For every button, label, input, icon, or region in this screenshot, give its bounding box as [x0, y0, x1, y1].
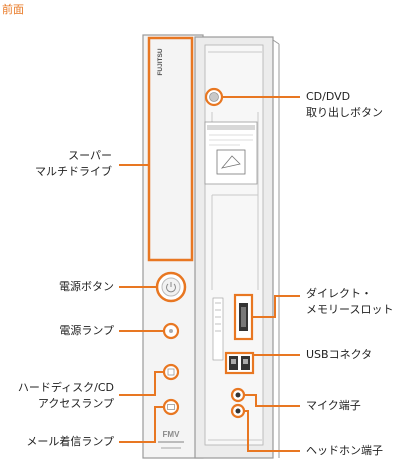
label-line: 取り出しボタン: [306, 106, 383, 119]
label-headphone-jack: ヘッドホン端子: [306, 444, 383, 457]
leader-memory-slot: [252, 295, 300, 318]
label-memory-slot: ダイレクト・ メモリースロット: [306, 286, 393, 318]
pc-chassis: [142, 34, 280, 459]
label-mail-lamp: メール着信ランプ: [26, 435, 114, 448]
label-cd-eject-button: CD/DVD 取り出しボタン: [306, 89, 383, 121]
super-multi-drive: [147, 36, 194, 262]
label-line: ダイレクト・: [306, 287, 372, 300]
leader-mail-lamp: [119, 406, 164, 443]
label-line: メモリースロット: [306, 303, 394, 316]
mail-lamp: [162, 398, 180, 416]
hdd-access-lamp: [162, 363, 180, 381]
label-power-button: 電源ボタン: [59, 280, 114, 293]
leader-lines: [119, 96, 300, 452]
small-sticker: [212, 297, 224, 361]
power-lamp: [162, 322, 180, 340]
label-power-lamp: 電源ランプ: [59, 324, 114, 337]
memory-slot[interactable]: [233, 293, 254, 341]
page-title: 前面: [2, 3, 24, 16]
label-line: ハードディスク/CD: [17, 381, 114, 394]
cd-eject-button[interactable]: [204, 87, 224, 107]
label-line: マルチドライブ: [35, 165, 112, 178]
model-number: [161, 447, 181, 449]
headphone-jack[interactable]: [230, 403, 246, 419]
leader-headphone: [244, 410, 300, 452]
label-line: アクセスランプ: [37, 397, 114, 410]
model-badge: [158, 441, 184, 443]
label-super-multi-drive: スーパー マルチドライブ: [35, 148, 112, 180]
label-line: スーパー: [68, 149, 112, 162]
label-hdd-access-lamp: ハードディスク/CD アクセスランプ: [18, 380, 114, 412]
fmv-logo: FMV: [163, 430, 181, 439]
brand-logo: FUJITSU: [157, 48, 164, 75]
leader-hdd-lamp: [119, 371, 164, 396]
power-button[interactable]: [155, 271, 187, 303]
usb-connector[interactable]: [224, 351, 255, 375]
leader-mic: [244, 394, 300, 407]
label-sticker: [204, 121, 258, 185]
mic-jack[interactable]: [230, 387, 246, 403]
label-usb-connector: USBコネクタ: [306, 348, 373, 361]
label-line: CD/DVD: [306, 90, 351, 103]
label-mic-jack: マイク端子: [306, 399, 361, 412]
